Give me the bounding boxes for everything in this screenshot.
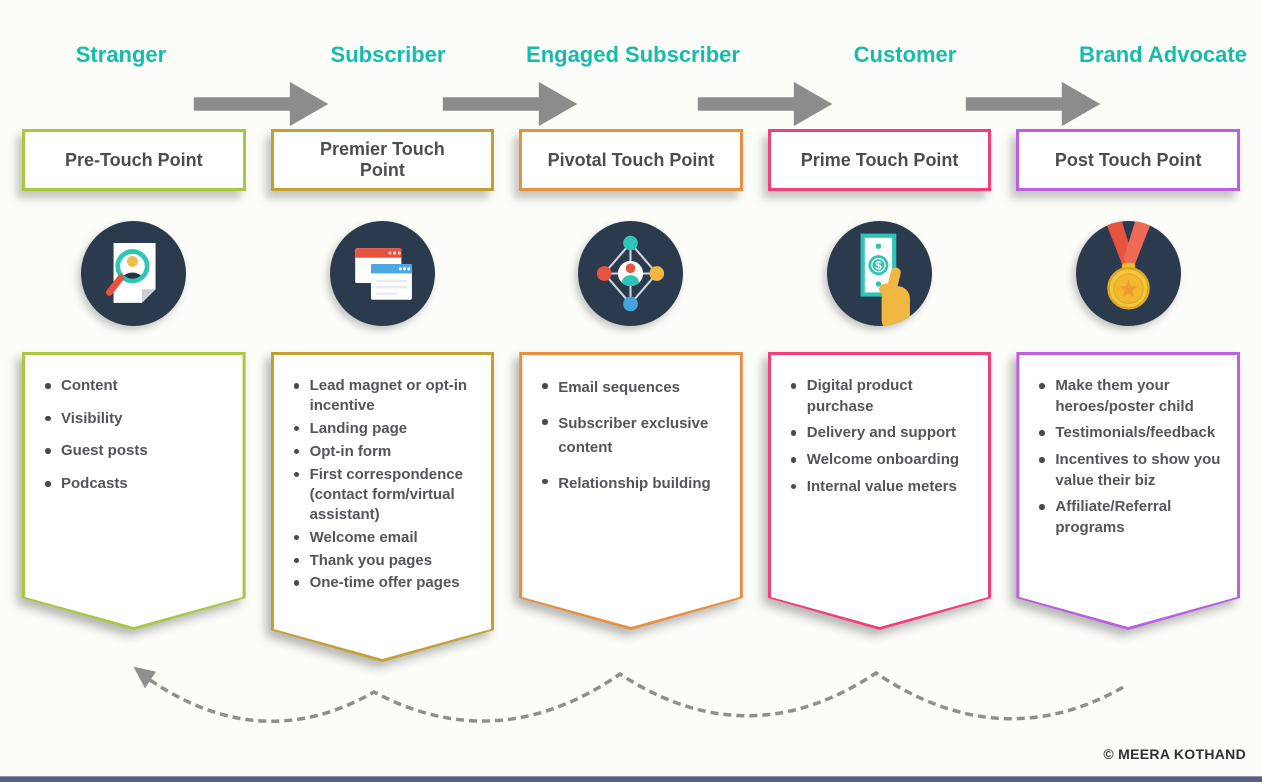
list-item: Welcome email <box>310 528 484 548</box>
return-loop-arrow-icon <box>133 666 1128 723</box>
stage-icon-wrap: $ <box>768 221 992 328</box>
touchpoint-title: Pre-Touch Point <box>64 149 203 170</box>
stage-column-brand-advocate: Post Touch Point <box>1016 129 1240 662</box>
list-item: Subscriber exclusive content <box>558 412 732 459</box>
list-item: Podcasts <box>61 474 235 495</box>
credit-text: © MEERA KOTHAND <box>1103 746 1246 762</box>
touchpoint-title: Pivotal Touch Point <box>547 149 715 170</box>
stage-label-engaged-subscriber: Engaged Subscriber <box>526 42 740 67</box>
stage-label-customer: Customer <box>853 42 957 67</box>
list-item: Delivery and support <box>807 423 981 444</box>
flow-arrow-icon <box>442 81 578 127</box>
stage-column-engaged-subscriber: Pivotal Touch Point <box>519 129 743 662</box>
list-item: Testimonials/feedback <box>1055 423 1229 444</box>
stage-column-subscriber: Premier Touch Point <box>270 129 495 662</box>
flow-arrow-icon <box>965 81 1101 127</box>
browser-windows-icon <box>329 221 435 326</box>
touchpoint-box: Pivotal Touch Point <box>519 129 743 191</box>
medal-icon <box>1075 221 1181 326</box>
list-item: First correspondence (contact form/virtu… <box>310 465 484 525</box>
stage-icon-wrap <box>271 221 495 328</box>
stage-icon-wrap <box>519 221 743 328</box>
touchpoint-box: Premier Touch Point <box>270 129 495 191</box>
list-item: Relationship building <box>558 472 732 495</box>
list-item: Content <box>61 376 235 397</box>
list-item: Digital product purchase <box>807 376 981 417</box>
list-item: Opt-in form <box>310 442 484 462</box>
stage-icon-wrap <box>1016 221 1240 328</box>
money-hand-icon: $ <box>827 221 933 326</box>
list-item: Lead magnet or opt-in incentive <box>310 376 484 416</box>
list-item: Guest posts <box>61 441 235 462</box>
stage-icon-wrap <box>22 221 246 328</box>
list-item: Welcome onboarding <box>807 450 981 471</box>
touchpoint-title: Post Touch Point <box>1054 149 1202 170</box>
touchpoint-title: Premier Touch Point <box>320 139 445 180</box>
touchpoint-box: Post Touch Point <box>1016 129 1240 191</box>
flow-arrow-icon <box>193 81 329 127</box>
list-item: Internal value meters <box>807 477 981 498</box>
touchpoint-box: Pre-Touch Point <box>22 129 246 191</box>
list-item: Email sequences <box>558 376 732 399</box>
stage-label-brand-advocate: Brand Advocate <box>1079 42 1247 67</box>
stage-column-stranger: Pre-Touch Point <box>22 129 246 662</box>
list-item: Thank you pages <box>310 551 484 571</box>
footer-bar <box>0 776 1262 782</box>
touchpoint-box: Prime Touch Point <box>767 129 992 191</box>
list-item: Affiliate/Referral programs <box>1055 497 1229 538</box>
list-item: One-time offer pages <box>310 573 484 593</box>
list-item: Landing page <box>310 419 484 439</box>
list-item: Make them your heroes/poster child <box>1055 376 1229 417</box>
touchpoint-title: Prime Touch Point <box>800 149 959 170</box>
stage-columns: Pre-Touch Point <box>22 129 1240 662</box>
stage-label-stranger: Stranger <box>75 42 167 67</box>
stage-column-customer: Prime Touch Point $ <box>767 129 992 662</box>
network-nodes-icon <box>578 221 684 326</box>
flow-arrow-icon <box>697 81 833 127</box>
stage-label-subscriber: Subscriber <box>330 42 446 67</box>
svg-text:$: $ <box>875 261 882 273</box>
document-search-icon <box>81 221 187 326</box>
list-item: Visibility <box>61 409 235 430</box>
list-item: Incentives to show you value their biz <box>1055 450 1229 491</box>
